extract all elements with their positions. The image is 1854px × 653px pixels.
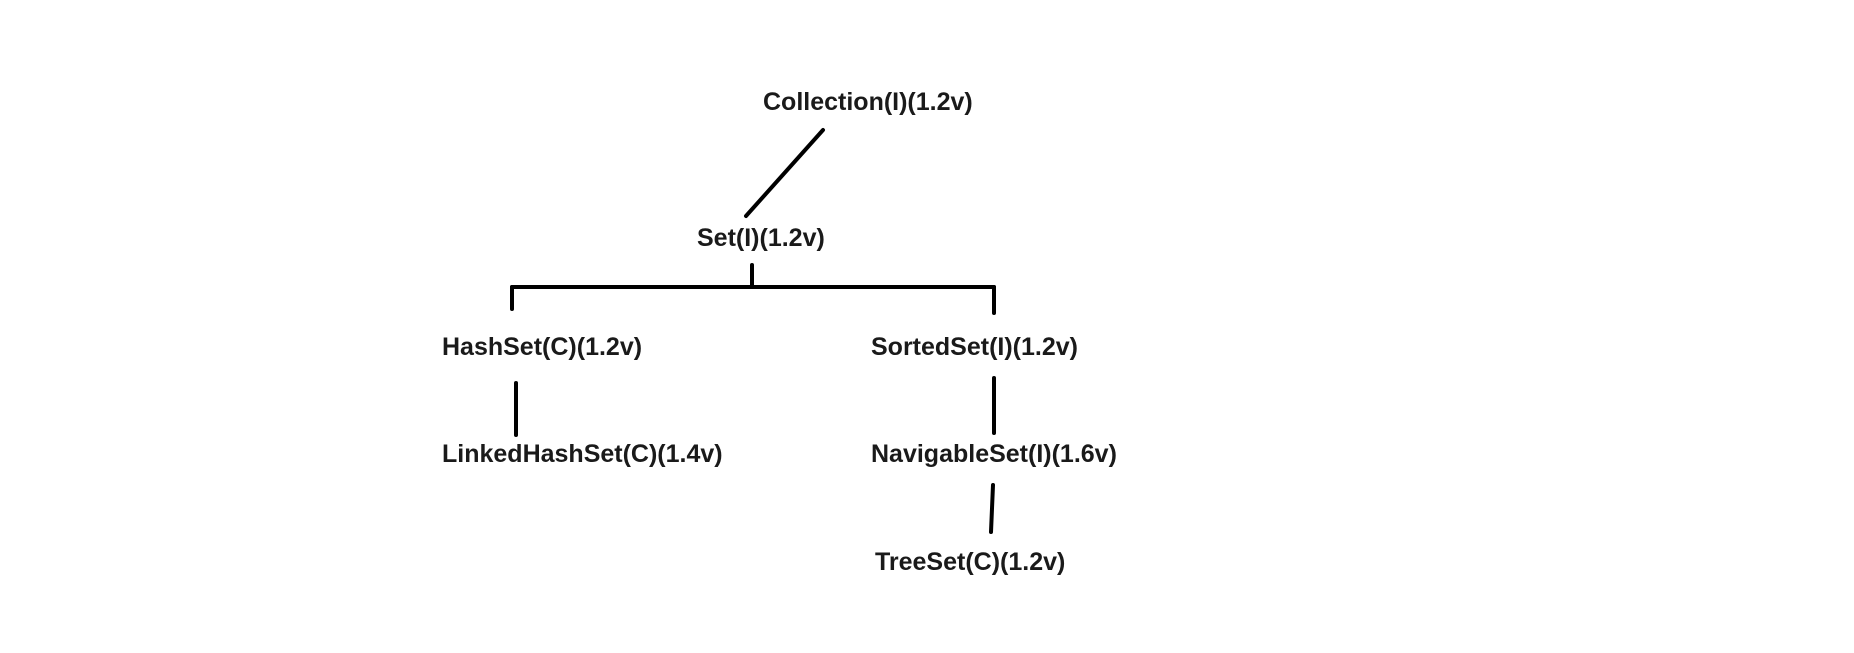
node-sortedset: SortedSet(I)(1.2v) <box>871 333 1078 361</box>
edge-navigableset-treeset <box>989 483 995 534</box>
edge-collection-set <box>744 128 825 218</box>
node-collection: Collection(I)(1.2v) <box>763 88 973 116</box>
node-linkedhashset: LinkedHashSet(C)(1.4v) <box>442 440 723 468</box>
node-navigableset: NavigableSet(I)(1.6v) <box>871 440 1117 468</box>
node-hashset: HashSet(C)(1.2v) <box>442 333 643 361</box>
node-treeset: TreeSet(C)(1.2v) <box>875 548 1066 576</box>
node-set: Set(I)(1.2v) <box>697 224 825 252</box>
